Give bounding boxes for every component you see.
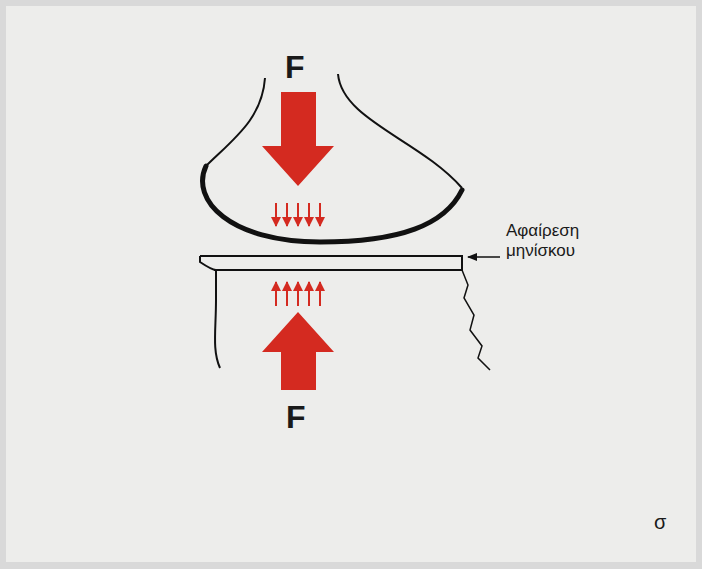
force-label: F — [285, 48, 305, 86]
pressure-arrow — [286, 203, 288, 226]
pressure-arrow — [286, 282, 288, 306]
pressure-arrow — [319, 203, 321, 226]
pressure-arrow — [275, 203, 277, 226]
femur-outline — [204, 78, 265, 168]
pressure-arrow — [275, 282, 277, 306]
leader-arrow — [468, 256, 500, 258]
force-arrow — [262, 312, 334, 390]
part-label: Αφαίρεση μηνίσκου — [506, 221, 618, 262]
pressure-arrow — [297, 282, 299, 306]
pressure-arrow — [319, 282, 321, 306]
pressure-arrow — [308, 203, 310, 226]
tibia-outline — [200, 256, 220, 368]
force-arrow — [262, 92, 334, 186]
pressure-arrow — [297, 203, 299, 226]
condyle-cartilage — [203, 166, 462, 242]
tibial-plateau — [200, 256, 462, 270]
pressure-arrows — [276, 203, 320, 306]
tibia-break-line — [462, 270, 490, 370]
force-label: F — [286, 398, 306, 436]
pressure-arrow — [308, 282, 310, 306]
paper — [6, 6, 696, 562]
femur-outline — [338, 74, 462, 188]
page-mark: σ — [654, 510, 666, 534]
